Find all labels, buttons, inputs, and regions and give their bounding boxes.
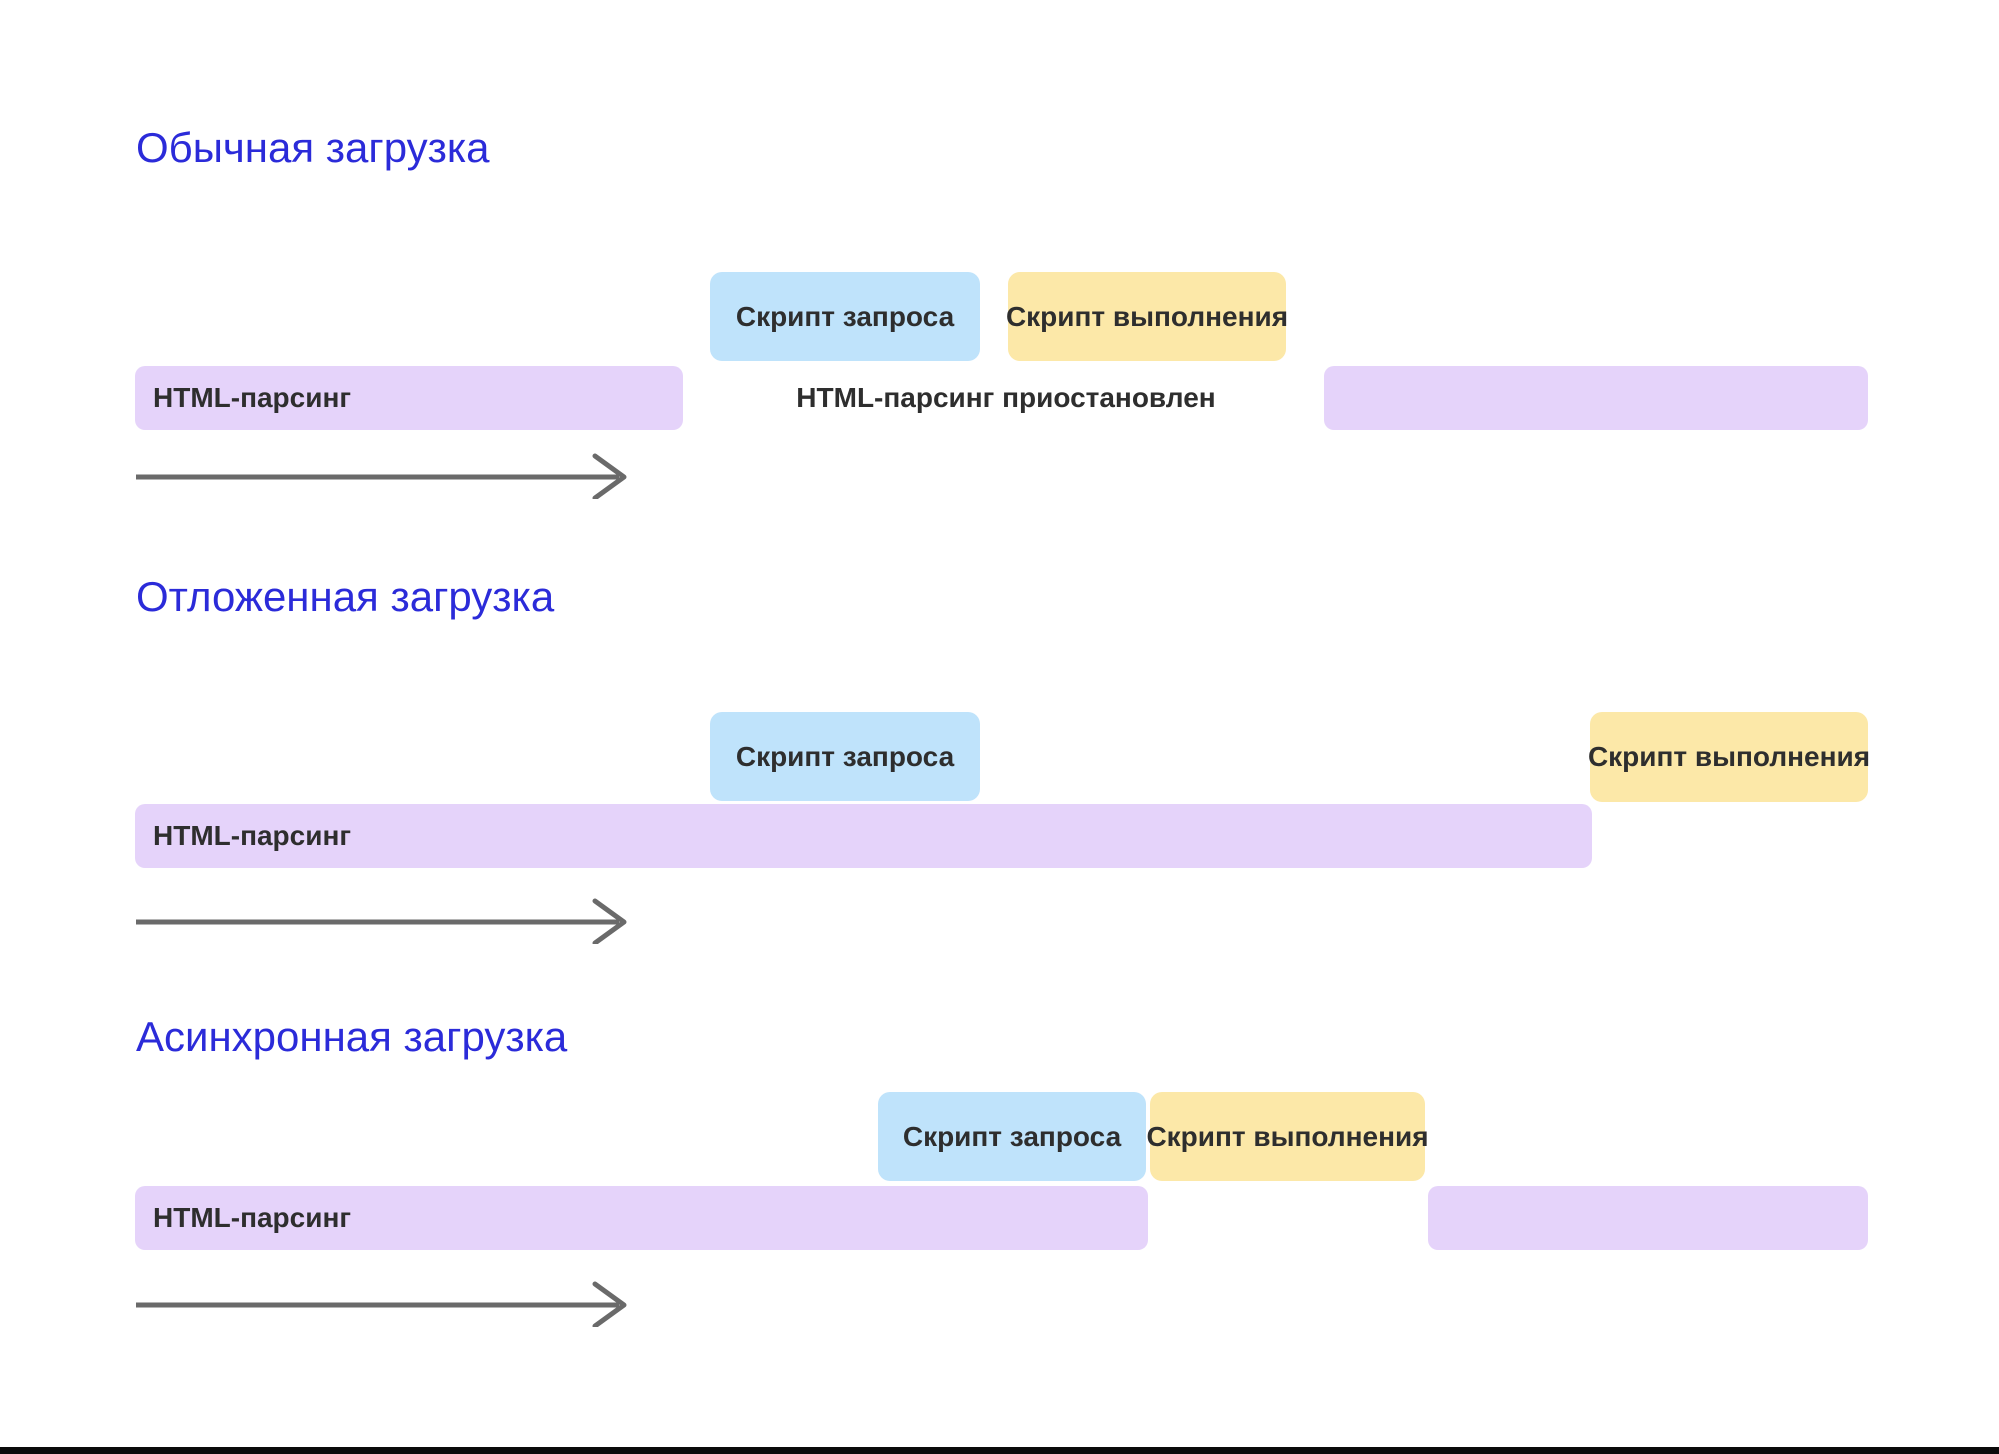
html-parsing-label: HTML-парсинг: [153, 1202, 352, 1233]
html-parsing-resumed-bar: [1428, 1186, 1868, 1250]
arrow-right-icon: [136, 1281, 627, 1329]
html-parsing-bar: HTML-парсинг: [135, 366, 683, 430]
bottom-edge-bar: [0, 1447, 1999, 1454]
timeline-arrow: [133, 451, 638, 501]
html-parsing-resumed-bar: [1324, 366, 1868, 430]
arrow-right-icon: [136, 898, 627, 946]
script-execution-box: Скрипт выполнения: [1146, 1092, 1429, 1181]
script-request-label: Скрипт запроса: [735, 300, 955, 332]
section-title-normal-loading: Обычная загрузка: [136, 124, 490, 171]
timeline-arrow: [133, 896, 638, 946]
parsing-paused-label: HTML-парсинг приостановлен: [796, 382, 1216, 413]
html-parsing-bar: HTML-парсинг: [135, 1186, 1148, 1250]
script-request-box: Скрипт запроса: [710, 712, 980, 801]
script-execution-box: Скрипт выполнения: [1005, 272, 1289, 361]
section-title-async-loading: Асинхронная загрузка: [136, 1013, 568, 1060]
html-parsing-label: HTML-парсинг: [153, 382, 352, 413]
script-request-box: Скрипт запроса: [878, 1092, 1146, 1181]
script-request-label: Скрипт запроса: [735, 740, 955, 772]
script-execution-box: Скрипт выполнения: [1587, 712, 1871, 802]
timeline-arrow: [133, 1279, 638, 1329]
html-parsing-label: HTML-парсинг: [153, 820, 352, 851]
html-parsing-bar: HTML-парсинг: [135, 804, 1592, 868]
script-execution-label: Скрипт выполнения: [1587, 741, 1871, 772]
script-request-box: Скрипт запроса: [710, 272, 980, 361]
script-execution-label: Скрипт выполнения: [1005, 300, 1289, 332]
script-execution-label: Скрипт выполнения: [1146, 1120, 1429, 1152]
script-request-label: Скрипт запроса: [902, 1120, 1122, 1152]
section-title-deferred-loading: Отложенная загрузка: [136, 573, 555, 620]
arrow-right-icon: [136, 453, 627, 501]
